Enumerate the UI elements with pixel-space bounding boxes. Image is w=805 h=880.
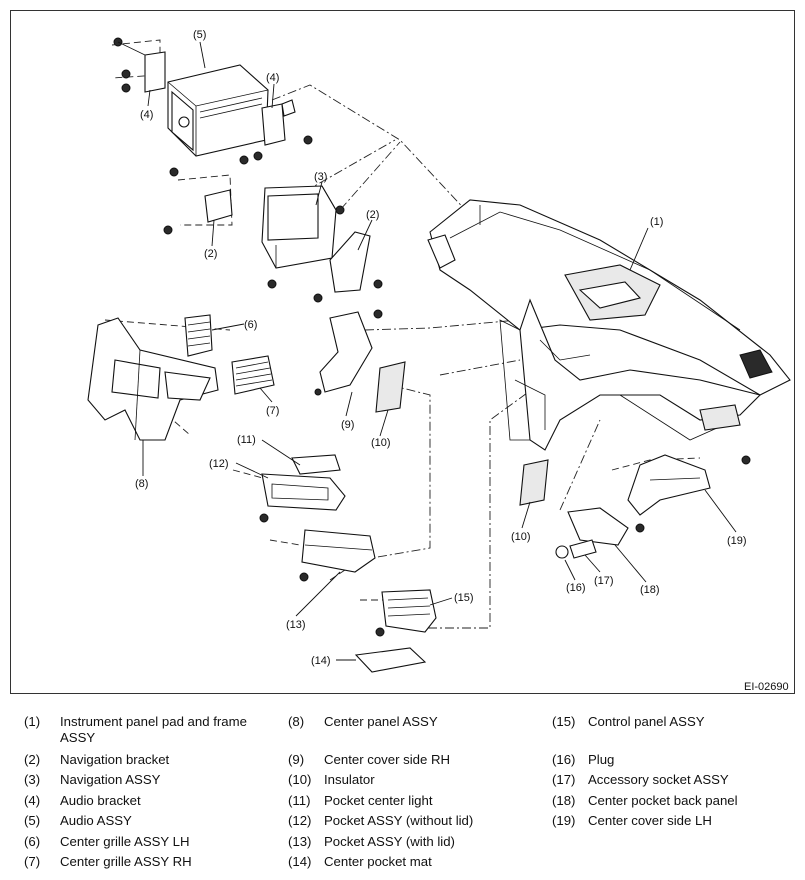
callout-13: (13)	[286, 619, 306, 631]
legend-number: (11)	[288, 793, 311, 808]
legend-number: (8)	[288, 714, 305, 729]
legend-label: Pocket ASSY (with lid)	[324, 834, 455, 849]
legend-label: Pocket ASSY (without lid)	[324, 813, 474, 828]
callout-11: (11)	[237, 434, 256, 446]
legend-label: Center panel ASSY	[324, 714, 438, 729]
legend-label: Center cover side LH	[588, 813, 712, 828]
legend-number: (19)	[552, 813, 576, 828]
legend-label: Navigation bracket	[60, 752, 170, 767]
callout-2-right: (2)	[366, 209, 379, 221]
callout-19: (19)	[727, 535, 747, 547]
callout-9: (9)	[341, 419, 354, 431]
legend-label: Center pocket mat	[324, 854, 432, 869]
center-pocket-back-panel	[567, 507, 645, 546]
audio-bracket-right	[239, 99, 313, 165]
legend-number: (2)	[24, 752, 41, 767]
legend-number: (12)	[288, 813, 312, 828]
legend-number: (1)	[24, 714, 41, 729]
callout-14: (14)	[311, 655, 331, 667]
callout-16: (16)	[566, 582, 586, 594]
legend-number: (15)	[552, 714, 576, 729]
center-grille-rh	[231, 355, 275, 395]
legend-number: (5)	[24, 813, 41, 828]
legend-number: (6)	[24, 834, 41, 849]
legend-label: Center grille ASSY RH	[60, 854, 192, 869]
callout-15: (15)	[454, 592, 474, 604]
legend-number: (14)	[288, 854, 312, 869]
legend-label: Plug	[588, 752, 615, 767]
insulator-lower	[519, 459, 549, 506]
insulator-upper	[375, 361, 406, 413]
legend-label: Audio bracket	[60, 793, 141, 808]
callout-7: (7)	[266, 405, 279, 417]
callout-2-left: (2)	[204, 248, 217, 260]
leader-lines	[142, 41, 737, 661]
legend-number: (9)	[288, 752, 305, 767]
callout-1: (1)	[650, 216, 663, 228]
callout-3: (3)	[314, 171, 327, 183]
legend-number: (3)	[24, 772, 41, 787]
diagram-frame	[10, 10, 795, 694]
callout-8: (8)	[135, 478, 148, 490]
legend-label: Accessory socket ASSY	[588, 772, 729, 787]
audio-assy	[167, 64, 269, 157]
pocket-center-light	[291, 454, 341, 475]
legend-number: (7)	[24, 854, 41, 869]
accessory-socket-assy	[569, 539, 597, 559]
callout-6: (6)	[244, 319, 257, 331]
callout-labels: (1) (5) (4) (4) (3) (2) (2) (6) (7) (8) …	[135, 29, 747, 667]
navigation-assy	[261, 185, 337, 269]
legend-label: Insulator	[324, 772, 375, 787]
callout-4-left: (4)	[140, 109, 153, 121]
legend-label: Pocket center light	[324, 793, 433, 808]
callout-17: (17)	[594, 575, 614, 587]
center-cover-side-lh	[627, 454, 751, 516]
pocket-assy-with-lid	[299, 529, 376, 582]
legend-label: Navigation ASSY	[60, 772, 161, 787]
callout-10-lower: (10)	[511, 531, 531, 543]
legend-number: (4)	[24, 793, 41, 808]
center-grille-lh	[184, 314, 213, 357]
center-cover-side-rh	[314, 309, 383, 396]
parts-legend: (1) Instrument panel pad and frame ASSY …	[0, 706, 805, 876]
legend-number: (17)	[552, 772, 576, 787]
center-pocket-mat	[354, 647, 427, 673]
exploded-parts-diagram: (1) (5) (4) (4) (3) (2) (2) (6) (7) (8) …	[87, 29, 791, 693]
callout-12: (12)	[209, 458, 229, 470]
legend-number: (10)	[288, 772, 312, 787]
navigation-bracket-right	[267, 205, 383, 303]
legend-label: Center grille ASSY LH	[60, 834, 190, 849]
callout-10-upper: (10)	[371, 437, 391, 449]
callout-4-right: (4)	[266, 72, 279, 84]
instrument-panel-pad-and-frame	[427, 199, 791, 451]
legend-label: Center cover side RH	[324, 752, 451, 767]
figure-code: EI-02690	[744, 681, 789, 693]
legend-label: Center pocket back panel	[588, 793, 738, 808]
legend-label: Instrument panel pad and frame ASSY	[60, 714, 247, 745]
callout-5: (5)	[193, 29, 206, 41]
control-panel-assy	[375, 589, 437, 637]
legend-number: (13)	[288, 834, 312, 849]
callout-18: (18)	[640, 584, 660, 596]
legend-number: (16)	[552, 752, 576, 767]
plug	[555, 545, 569, 559]
legend-label: Audio ASSY	[60, 813, 132, 828]
pocket-assy-without-lid	[259, 473, 346, 523]
audio-bracket-left	[113, 37, 166, 93]
legend-number: (18)	[552, 793, 576, 808]
legend-label: Control panel ASSY	[588, 714, 705, 729]
navigation-bracket-left	[163, 167, 233, 235]
center-panel-assy	[87, 317, 219, 441]
